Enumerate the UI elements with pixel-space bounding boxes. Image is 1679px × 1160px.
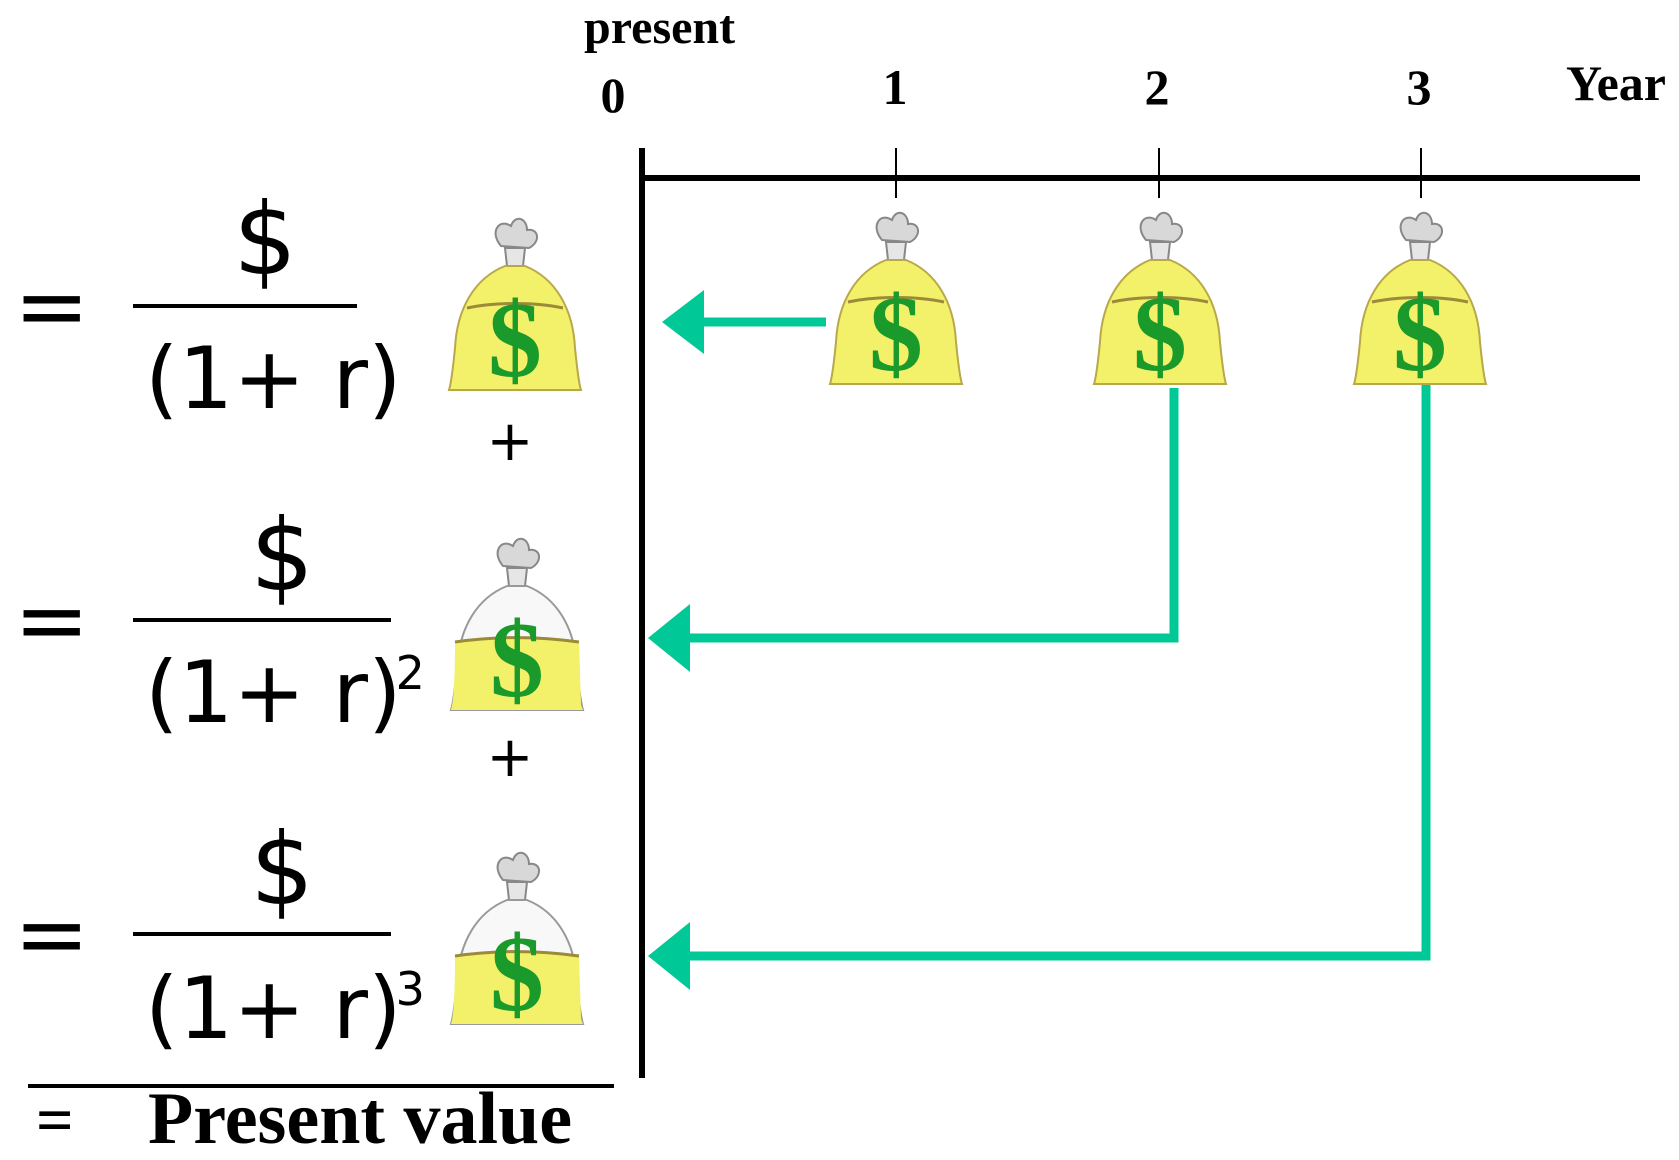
arrowhead-3	[648, 922, 690, 990]
present-label: present	[584, 1, 736, 54]
money-bag-icon	[828, 211, 964, 396]
total-label: Present value	[148, 1078, 573, 1160]
discount-arrow-3	[690, 380, 1431, 961]
equals-sign-2: =	[14, 568, 90, 673]
denominator-2: (1+ r)2	[145, 643, 425, 743]
arrowhead-1	[662, 290, 704, 354]
equals-sign-1: =	[14, 254, 90, 359]
plus-sign-2: +	[486, 725, 534, 790]
total-bar	[28, 1084, 614, 1088]
money-bag-icon	[449, 537, 585, 722]
numerator-dollar-2: $	[250, 497, 314, 614]
fraction-bar-1	[133, 304, 357, 308]
tick-label-1: 1	[882, 59, 908, 115]
equals-sign-3: =	[14, 882, 90, 987]
tick-label-2: 2	[1144, 59, 1170, 115]
numerator-dollar-1: $	[233, 181, 297, 298]
denominator-1: (1+ r)	[145, 329, 402, 429]
tick-label-3: 3	[1406, 59, 1432, 115]
money-bag-icon	[1092, 211, 1228, 396]
money-bag-icon	[1352, 211, 1488, 396]
numerator-dollar-3: $	[250, 811, 314, 928]
plus-sign-1: +	[486, 409, 534, 474]
tick-label-0: 0	[600, 67, 626, 123]
money-bag-icon	[447, 217, 583, 402]
year-label: Year	[1566, 55, 1666, 111]
money-bag-icon	[449, 851, 585, 1036]
fraction-bar-2	[133, 618, 391, 622]
arrowhead-2	[648, 604, 690, 672]
denominator-3: (1+ r)3	[145, 959, 425, 1059]
discount-arrow-2	[690, 388, 1179, 643]
total-equals: =	[36, 1084, 74, 1157]
fraction-bar-3	[133, 932, 391, 936]
